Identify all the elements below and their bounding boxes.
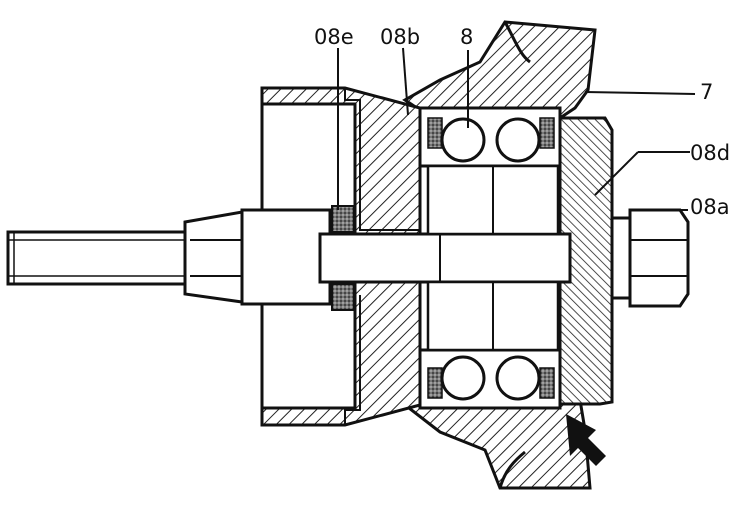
leader-lines [337, 47, 696, 211]
callout-08e: 08e [314, 25, 354, 49]
press-plate-08d [558, 116, 614, 406]
seal-08e [331, 205, 355, 311]
wheel-bearing [418, 106, 562, 410]
housing-top [402, 20, 597, 120]
spacer-sleeve [240, 208, 332, 306]
callout-08b: 08b [380, 25, 420, 49]
callout-08a: 08a [690, 195, 730, 219]
direction-arrow [566, 414, 606, 466]
left-nut [183, 210, 244, 304]
threaded-rod [6, 230, 192, 286]
callout-7: 7 [700, 80, 713, 104]
right-nut-08a [610, 208, 690, 308]
callout-8: 8 [460, 25, 473, 49]
callout-08d: 08d [690, 141, 730, 165]
